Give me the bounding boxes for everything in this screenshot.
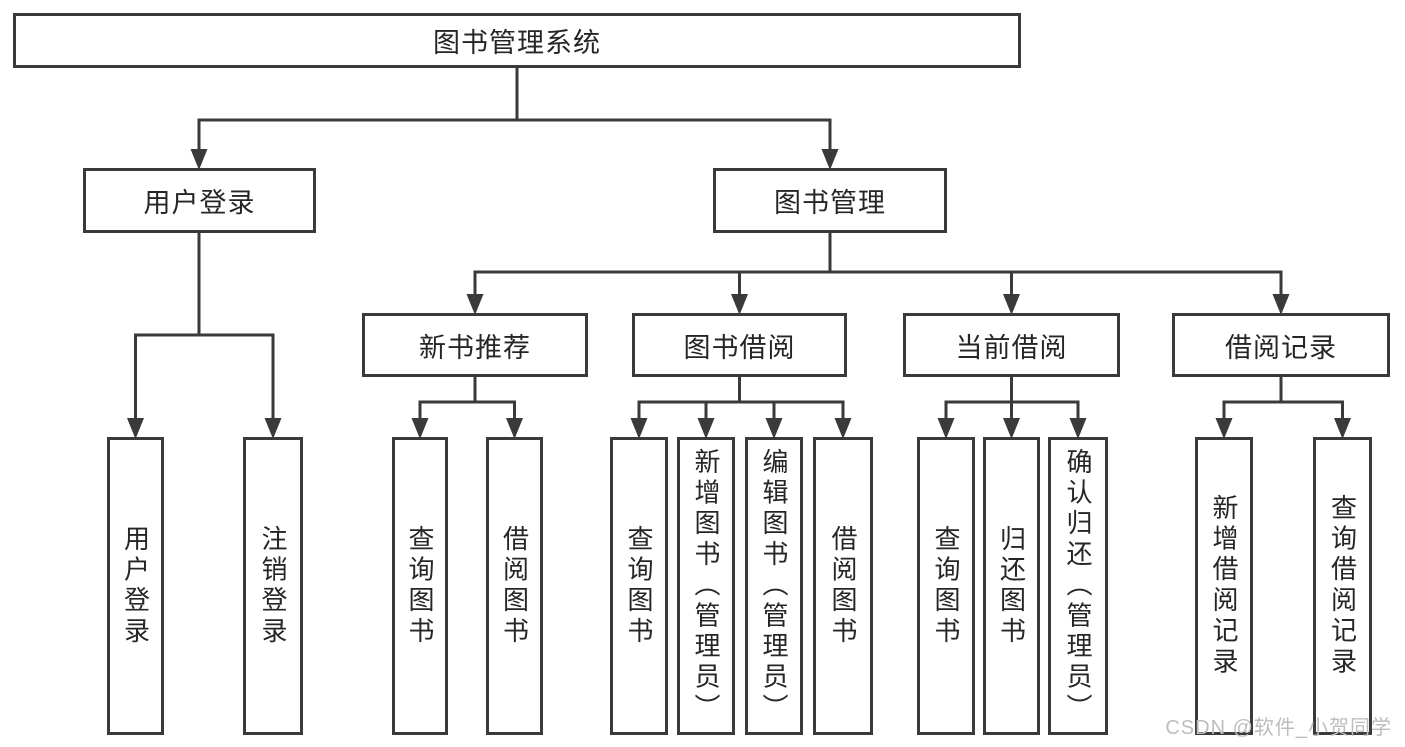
arrowhead — [697, 418, 715, 439]
leaf-confirm-return-admin: 确认归还（管理员） — [1048, 437, 1108, 735]
arrowhead — [821, 149, 839, 170]
arrowhead — [1272, 294, 1290, 315]
arrowhead — [937, 418, 955, 439]
leaf-query-books-3: 查询图书 — [917, 437, 975, 735]
arrowhead — [264, 418, 282, 439]
node-book-borrow: 图书借阅 — [632, 313, 847, 377]
arrowhead — [127, 418, 144, 439]
leaf-query-books-2: 查询图书 — [610, 437, 668, 735]
leaf-add-book-admin: 新增图书（管理员） — [677, 437, 735, 735]
connector-user-login-children — [127, 231, 282, 439]
connector-root-to-level2 — [190, 66, 839, 170]
arrowhead — [834, 418, 852, 439]
arrowhead — [411, 418, 429, 439]
arrowhead — [190, 149, 208, 170]
node-user-login: 用户登录 — [83, 168, 316, 233]
arrowhead — [466, 294, 484, 315]
leaf-return-book: 归还图书 — [983, 437, 1040, 735]
connector-book-borrow-children — [630, 375, 852, 439]
leaf-query-borrow-record: 查询借阅记录 — [1313, 437, 1372, 735]
arrowhead — [1003, 294, 1020, 315]
arrowhead — [731, 294, 748, 315]
connector-current-borrow-children — [937, 375, 1087, 439]
node-book-management: 图书管理 — [713, 168, 947, 233]
node-current-borrow: 当前借阅 — [903, 313, 1120, 377]
connector-new-book-recommend-children — [411, 375, 523, 439]
leaf-borrow-books-1: 借阅图书 — [486, 437, 543, 735]
node-new-book-recommend: 新书推荐 — [362, 313, 588, 377]
arrowhead — [630, 418, 648, 439]
arrowhead — [1003, 418, 1020, 439]
connector-borrow-record-children — [1215, 375, 1351, 439]
arrowhead — [1334, 418, 1351, 439]
csdn-watermark: CSDN @软件_小贺同学 — [1165, 717, 1392, 739]
connector-book-management-children — [466, 231, 1290, 315]
leaf-edit-book-admin: 编辑图书（管理员） — [745, 437, 803, 735]
arrowhead — [1069, 418, 1087, 439]
arrowhead — [1215, 418, 1233, 439]
arrowhead — [765, 418, 783, 439]
leaf-query-books-1: 查询图书 — [392, 437, 448, 735]
node-root-library-system: 图书管理系统 — [13, 13, 1021, 68]
leaf-logout: 注销登录 — [243, 437, 303, 735]
leaf-user-login: 用户登录 — [107, 437, 164, 735]
leaf-add-borrow-record: 新增借阅记录 — [1195, 437, 1253, 735]
leaf-borrow-books-2: 借阅图书 — [813, 437, 873, 735]
arrowhead — [506, 418, 523, 439]
node-borrow-record: 借阅记录 — [1172, 313, 1390, 377]
